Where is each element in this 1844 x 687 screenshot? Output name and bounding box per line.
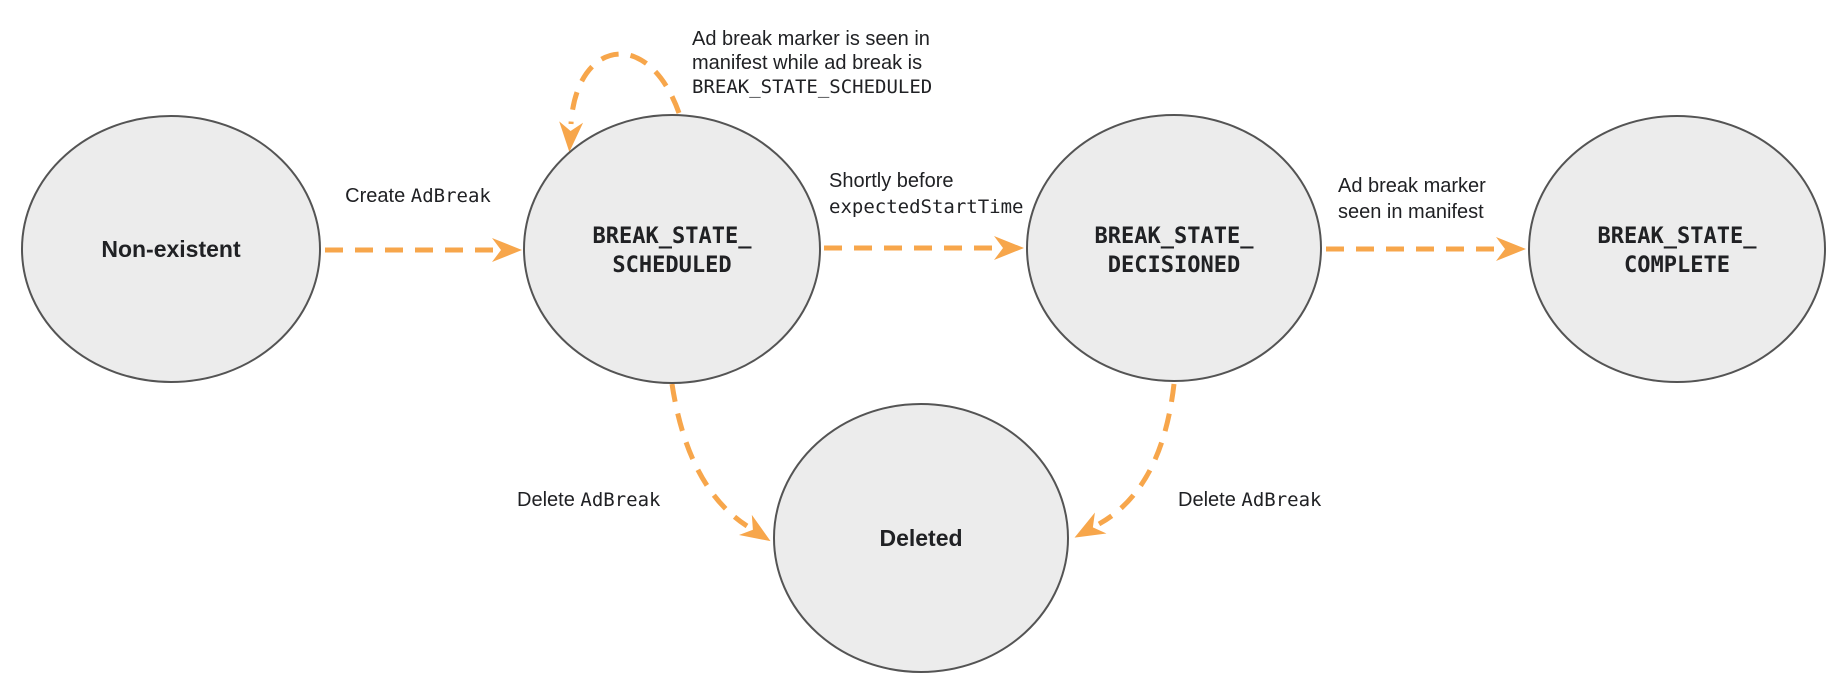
edge-label-delete-adbreak-right: Delete AdBreak — [1178, 489, 1322, 511]
state-node-break-state-scheduled — [523, 114, 821, 384]
transition-scheduled-to-deleted-arrow — [669, 383, 771, 542]
edge-label-create-adbreak: Create AdBreak — [345, 185, 491, 207]
node-label-decisioned-line2: DECISIONED — [1108, 253, 1240, 278]
state-node-break-state-decisioned — [1026, 114, 1322, 382]
node-label-non-existent: Non-existent — [101, 236, 241, 262]
edge-label-self-loop-line1: Ad break marker is seen in — [692, 28, 930, 50]
edge-label-delete-adbreak-left: Delete AdBreak — [517, 489, 661, 511]
edge-label-create-text: Create — [345, 185, 411, 207]
edge-label-delete-left-text: Delete — [517, 489, 580, 511]
node-label-scheduled-line2: SCHEDULED — [612, 253, 731, 278]
state-node-deleted — [773, 403, 1069, 673]
node-label-scheduled-line1: BREAK_STATE_ — [593, 224, 753, 249]
state-node-non-existent — [21, 115, 321, 383]
edge-label-shortly-before-line2: expectedStartTime — [829, 196, 1023, 218]
edge-label-marker-seen-line2: seen in manifest — [1338, 201, 1484, 223]
node-label-complete-line2: COMPLETE — [1624, 253, 1730, 278]
transition-self-loop-scheduled-arrow — [559, 51, 682, 152]
edge-label-delete-left-code: AdBreak — [580, 489, 661, 511]
node-label-decisioned-line1: BREAK_STATE_ — [1095, 224, 1255, 249]
edge-label-self-loop-line2: manifest while ad break is — [692, 52, 922, 74]
node-label-complete-line1: BREAK_STATE_ — [1598, 224, 1758, 249]
transition-decisioned-to-deleted-arrow — [1074, 383, 1177, 538]
edge-label-delete-right-code: AdBreak — [1241, 489, 1322, 511]
edge-label-self-loop-line3: BREAK_STATE_SCHEDULED — [692, 76, 932, 98]
edge-label-marker-seen-line1: Ad break marker — [1338, 175, 1486, 197]
node-label-deleted: Deleted — [879, 525, 962, 551]
state-node-break-state-complete — [1528, 115, 1826, 383]
edge-label-shortly-before-line1: Shortly before — [829, 170, 954, 192]
edge-label-create-code: AdBreak — [411, 185, 492, 207]
edge-label-delete-right-text: Delete — [1178, 489, 1241, 511]
